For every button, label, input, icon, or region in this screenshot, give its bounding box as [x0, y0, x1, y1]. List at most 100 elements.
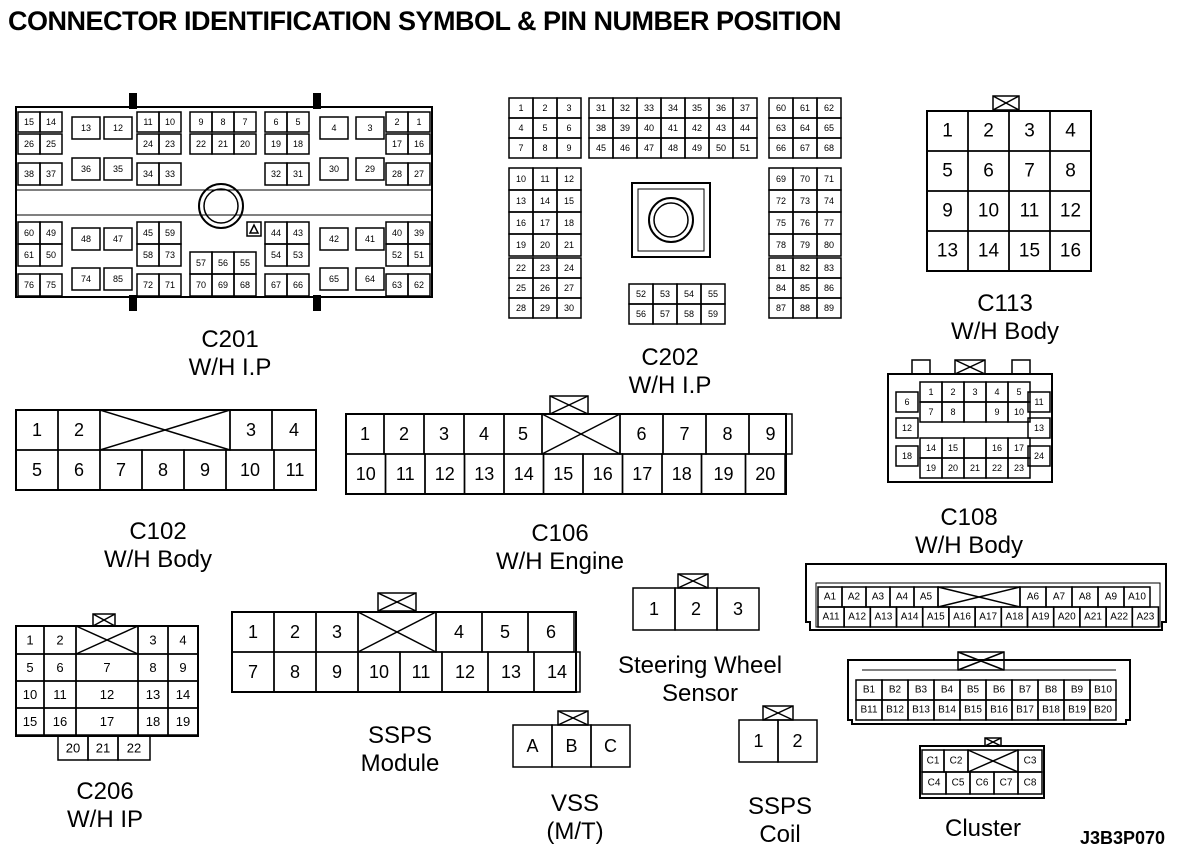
ssps-module-pin-10: 10 — [369, 662, 389, 682]
c201-pin-50-cell — [39, 243, 63, 267]
c102-pin-8: 8 — [158, 460, 168, 480]
cluster-b-pin-B4: B4 — [941, 685, 954, 696]
c201-pin-12-cell — [103, 116, 133, 140]
cluster-a-pin-A18: A18 — [1006, 612, 1024, 623]
c113-pin-13: 13 — [937, 241, 958, 262]
ssps-coil-pin-1: 1 — [753, 731, 763, 751]
c202-pin-72: 72 — [776, 196, 786, 206]
c206-pin-9: 9 — [179, 660, 186, 675]
c201-pin-21: 21 — [218, 139, 228, 149]
vss-name-1: VSS — [550, 790, 600, 817]
c202-pin-81: 81 — [776, 263, 786, 273]
cluster-c-housing — [919, 745, 1045, 799]
c202-pin-86: 86 — [824, 283, 834, 293]
c108-pin-20: 20 — [948, 463, 958, 473]
cluster-b-pin-B14: B14 — [938, 705, 956, 716]
c206-pin-4: 4 — [179, 633, 186, 648]
figure-reference: J3B3P070 — [1080, 828, 1166, 848]
c202-pin-78: 78 — [776, 240, 786, 250]
c201-pin-6: 6 — [273, 117, 278, 127]
c202-pin-44: 44 — [740, 123, 750, 133]
c201-pin-18: 18 — [293, 139, 303, 149]
cluster-c-pin-C6: C6 — [976, 778, 989, 789]
c102-code: C102 — [129, 518, 187, 545]
c201-pin-65-cell — [319, 267, 349, 291]
c108-pin-6: 6 — [904, 397, 909, 407]
c102-caption: C102 W/H Body — [73, 518, 243, 574]
c102-harness: W/H Body — [103, 546, 213, 573]
c108-pin-9: 9 — [994, 407, 999, 417]
c108-tab-right — [1011, 359, 1031, 375]
c202-pin-63: 63 — [776, 123, 786, 133]
c108-key-diag-b — [954, 359, 986, 375]
c202-pin-79: 79 — [800, 240, 810, 250]
cluster-a-pin-A1: A1 — [824, 592, 837, 603]
c206-pin-1: 1 — [26, 633, 33, 648]
c206-pin-19: 19 — [176, 714, 190, 729]
ssps-module-pin-14-cell — [533, 651, 581, 693]
c106-pin-11: 11 — [396, 464, 415, 484]
cluster-b-pin-B8: B8 — [1045, 685, 1058, 696]
c201-pin-33: 33 — [165, 169, 175, 179]
ssps-module-center-key-diag-b — [357, 611, 437, 653]
c202-pin-22: 22 — [516, 263, 526, 273]
c202-pin-82: 82 — [800, 263, 810, 273]
c206-pin-6: 6 — [56, 660, 63, 675]
ssps-module-pin-1: 1 — [248, 622, 258, 642]
c108-pin-12: 12 — [902, 423, 912, 433]
c201-pin-51-cell — [407, 243, 431, 267]
c202-pin-21: 21 — [564, 240, 574, 250]
c108-key — [954, 359, 986, 375]
c201-pin-31-cell — [286, 162, 310, 186]
c201-guide-hole — [198, 183, 244, 229]
c108-pin-4: 4 — [994, 387, 999, 397]
c202-pin-74: 74 — [824, 196, 834, 206]
c201-pin-19: 19 — [271, 139, 281, 149]
c202-pin-19: 19 — [516, 240, 526, 250]
cluster-a-pin-A10: A10 — [1128, 592, 1146, 603]
c202-pin-14: 14 — [540, 196, 550, 206]
c201-pin-38: 38 — [24, 169, 34, 179]
c202-pin-15: 15 — [564, 196, 574, 206]
ssps-module-pin-8: 8 — [290, 662, 300, 682]
ssps-module-pin-4: 4 — [454, 622, 464, 642]
c206-pin-17: 17 — [100, 714, 114, 729]
c202-pin-77: 77 — [824, 218, 834, 228]
c202-pin-50: 50 — [716, 143, 726, 153]
ssps-module-pin-2: 2 — [290, 622, 300, 642]
c202-guide-frame — [631, 182, 711, 258]
c202-pin-59: 59 — [708, 309, 718, 319]
c201-pin-24: 24 — [143, 139, 153, 149]
c102-pin-10: 10 — [240, 460, 260, 480]
c201-pin-25: 25 — [46, 139, 56, 149]
c202-pin-87: 87 — [776, 303, 786, 313]
c108-pin-15: 15 — [948, 443, 958, 453]
ssps-coil-key-diag-b — [762, 705, 794, 721]
cluster-b-pin-B2: B2 — [889, 685, 902, 696]
c202-code: C202 — [641, 344, 699, 371]
c201-pin-4-cell — [319, 116, 349, 140]
c201-pin-2: 2 — [394, 117, 399, 127]
c202-pin-25: 25 — [516, 283, 526, 293]
cluster-c-center-key-diag-b — [967, 749, 1019, 773]
sws-name-2: Sensor — [661, 680, 739, 707]
c108-pin-24: 24 — [1034, 451, 1044, 461]
cluster-a-pin-A6: A6 — [1027, 592, 1040, 603]
c108-pin-18: 18 — [902, 451, 912, 461]
c201-pin-49: 49 — [46, 228, 56, 238]
c201-pin-42-cell — [319, 227, 349, 251]
cluster-b-pin-B11: B11 — [860, 705, 877, 716]
c113-pin-8: 8 — [1065, 161, 1076, 182]
ssps-module-pin-13: 13 — [501, 662, 521, 682]
c206-pin-11: 11 — [53, 687, 67, 702]
c202-pin-46: 46 — [620, 143, 630, 153]
c106-pin-5: 5 — [518, 424, 528, 444]
c202-pin-30: 30 — [564, 303, 574, 313]
ssps-module-pin-11: 11 — [412, 662, 431, 682]
c202-pin-8: 8 — [542, 143, 547, 153]
cluster-a-pin-A23: A23 — [1137, 612, 1155, 623]
sws-name-1: Steering Wheel — [617, 652, 783, 679]
c108-pin-3: 3 — [972, 387, 977, 397]
c202-pin-58: 58 — [684, 309, 694, 319]
